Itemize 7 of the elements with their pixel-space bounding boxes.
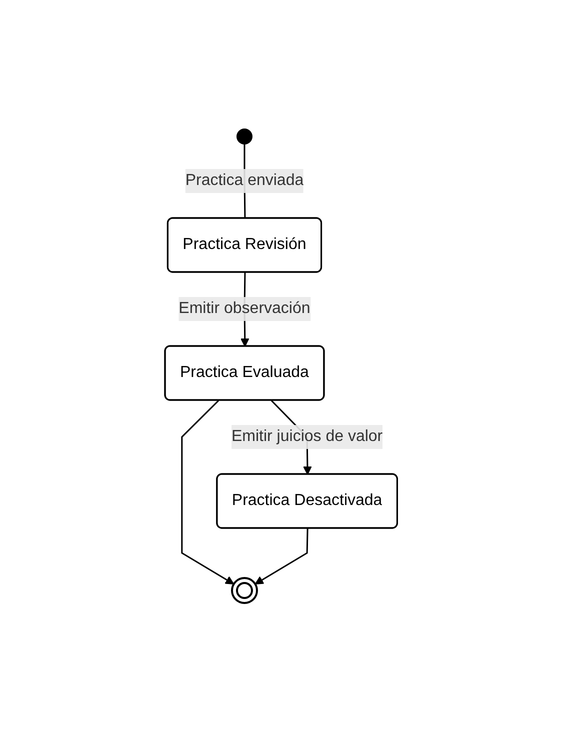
arrow — [254, 528, 308, 584]
node-circle — [230, 576, 258, 604]
node-circle — [236, 128, 252, 144]
edge-label: Emitir juicios de valor — [231, 428, 383, 445]
edge-label: Emitir observación — [178, 300, 310, 317]
edge-label: Practica enviada — [185, 172, 304, 189]
arrow — [181, 400, 234, 584]
